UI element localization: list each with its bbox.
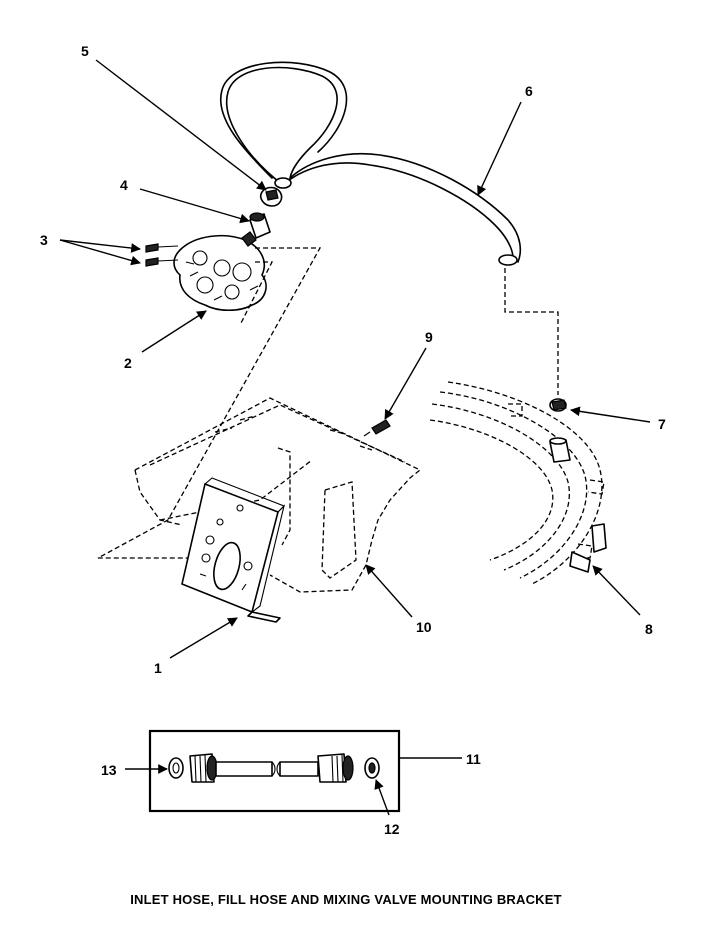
callout-12: 12 [384, 821, 400, 837]
nozzle-part [249, 212, 271, 239]
callout-13: 13 [101, 762, 117, 778]
screw-part-9 [363, 419, 391, 437]
callout-9: 9 [425, 329, 433, 345]
diagram-caption: INLET HOSE, FILL HOSE AND MIXING VALVE M… [130, 892, 562, 907]
callout-3: 3 [40, 232, 48, 248]
tub-fitting [549, 437, 571, 463]
fill-hose-part [219, 61, 522, 266]
valve-mounting-outline-2 [239, 261, 274, 326]
inlet-hose-inset [148, 729, 401, 813]
callout-7: 7 [658, 416, 666, 432]
clamp-part-5 [259, 186, 283, 207]
callout-2: 2 [124, 355, 132, 371]
callout-4: 4 [120, 177, 128, 193]
mounting-bracket-part [181, 477, 285, 623]
hose-routing-line [504, 268, 559, 395]
tub-ring-part [429, 381, 605, 585]
callout-5: 5 [81, 43, 89, 59]
screw-parts [145, 243, 179, 267]
valve-mounting-outline [97, 247, 322, 559]
callout-1: 1 [154, 660, 162, 676]
callout-8: 8 [645, 621, 653, 637]
mixing-valve-part [173, 231, 267, 312]
callout-6: 6 [525, 83, 533, 99]
clamp-part-7 [549, 398, 567, 412]
ring-segment-part-8 [569, 523, 607, 573]
cabinet-top-part [134, 397, 422, 593]
leader-lines [59, 59, 651, 816]
callout-10: 10 [416, 619, 432, 635]
callout-11: 11 [466, 751, 481, 767]
